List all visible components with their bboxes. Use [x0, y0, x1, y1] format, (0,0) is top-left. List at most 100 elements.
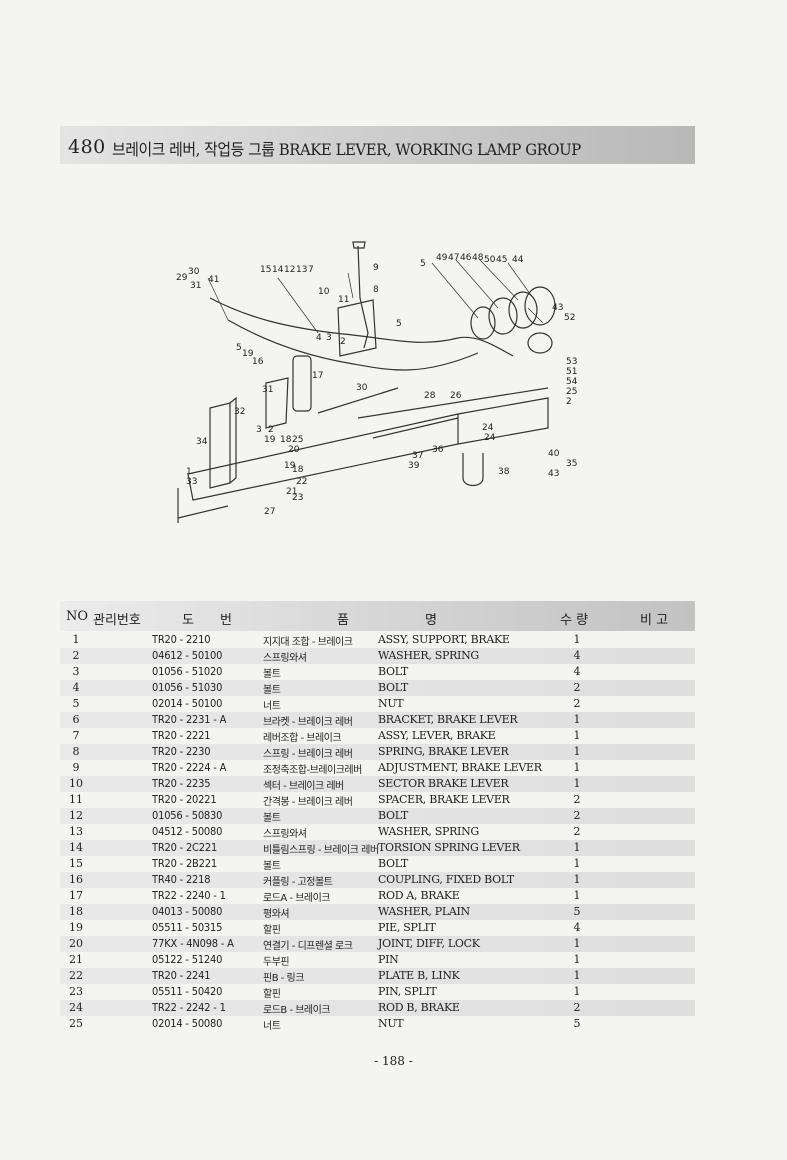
- callout-label: 14: [272, 265, 284, 275]
- cell-no: 9: [72, 761, 80, 774]
- cell-no: 25: [69, 1017, 83, 1030]
- callout-label: 8: [373, 285, 379, 295]
- brake-rod-b: [372, 417, 459, 439]
- cell-qty: 1: [573, 633, 581, 646]
- cell-name-korean: 스프링 - 브레이크 레버: [263, 749, 353, 760]
- cell-name-english: ROD B, BRAKE: [378, 1001, 460, 1014]
- cell-name-english: SPACER, BRAKE LEVER: [378, 793, 510, 806]
- callout-label: 19: [264, 435, 276, 445]
- cell-qty: 5: [573, 905, 581, 918]
- cell-no: 22: [69, 969, 83, 982]
- cell-qty: 4: [573, 921, 581, 934]
- wire-harness-2: [227, 319, 479, 371]
- cell-name-english: ADJUSTMENT, BRAKE LEVER: [378, 761, 542, 774]
- callout-label: 51: [566, 367, 577, 377]
- lamp-3: [508, 291, 538, 329]
- cell-no: 18: [69, 905, 83, 918]
- callout-label: 34: [196, 437, 208, 447]
- cell-qty: 1: [573, 713, 581, 726]
- cell-name-english: TORSION SPRING LEVER: [378, 841, 520, 854]
- cell-qty: 5: [573, 1017, 581, 1030]
- lamp-2: [488, 297, 518, 335]
- callout-label: 32: [234, 407, 245, 417]
- callout-label: 38: [498, 467, 510, 477]
- brake-lever: [357, 245, 369, 349]
- cell-name-english: WASHER, PLAIN: [378, 905, 470, 918]
- cell-no: 21: [69, 953, 83, 966]
- cell-qty: 4: [573, 649, 581, 662]
- cell-name-english: BRACKET, BRAKE LEVER: [378, 713, 518, 726]
- page-title: 브레이크 레버, 작업등 그룹 BRAKE LEVER, WORKING LAM…: [112, 140, 581, 159]
- cell-name-english: BOLT: [378, 681, 408, 694]
- callout-label: 2: [340, 337, 346, 347]
- title-bar: [60, 126, 695, 164]
- cell-name-korean: 볼트: [263, 861, 281, 872]
- callout-label: 3: [256, 425, 262, 435]
- cell-no: 8: [72, 745, 80, 758]
- cell-code: TR40 - 2218: [152, 873, 211, 886]
- cell-name-korean: 조정축조합-브레이크레버: [263, 765, 362, 776]
- callout-label: 42: [168, 238, 179, 241]
- cell-name-korean: 스프링와셔: [263, 653, 307, 664]
- callout-label: 35: [566, 459, 577, 469]
- cell-name-korean: 두부핀: [263, 957, 290, 968]
- col-header-name-2: 명: [425, 613, 437, 628]
- callout-label: 55: [168, 238, 179, 241]
- callout-label: 41: [208, 275, 219, 285]
- cell-code: TR20 - 20221: [152, 793, 217, 806]
- callout-label: 17: [312, 371, 323, 381]
- cell-name-english: BOLT: [378, 857, 408, 870]
- callout-label: 30: [188, 267, 200, 277]
- cell-code: 05122 - 51240: [152, 953, 223, 966]
- callout-label: 1: [186, 467, 192, 477]
- cell-code: TR20 - 2235: [152, 777, 211, 790]
- callout-label: 39: [408, 461, 420, 471]
- callout-label: 54: [566, 377, 578, 387]
- col-header-qty: 수 량: [560, 613, 589, 628]
- callout-label: 18: [292, 465, 304, 475]
- brake-rod-a: [317, 387, 399, 414]
- cell-name-korean: 커플링 - 고정볼트: [263, 877, 333, 888]
- cell-no: 19: [69, 921, 83, 934]
- col-header-remark: 비 고: [640, 613, 669, 628]
- callout-label: 21: [286, 487, 297, 497]
- cell-qty: 1: [573, 761, 581, 774]
- callout-label: 5: [420, 259, 426, 269]
- cell-code: 04612 - 50100: [152, 649, 223, 662]
- callout-label: 31: [190, 281, 201, 291]
- callout-label: 9: [373, 263, 379, 273]
- lever-knob: [352, 241, 366, 249]
- callout-label: 45: [496, 255, 507, 265]
- callout-label: 13: [296, 265, 307, 275]
- cell-name-english: ASSY, LEVER, BRAKE: [378, 729, 496, 742]
- cell-name-english: PLATE B, LINK: [378, 969, 460, 982]
- cell-code: TR20 - 2210: [152, 633, 211, 646]
- cell-qty: 1: [573, 969, 581, 982]
- u-bolt: [462, 453, 484, 487]
- cell-no: 1: [72, 633, 80, 646]
- cell-name-english: SPRING, BRAKE LEVER: [378, 745, 509, 758]
- callout-label: 19: [284, 461, 296, 471]
- table-header-bar: [60, 601, 695, 631]
- callout-label: 5: [396, 319, 402, 329]
- cell-code: TR22 - 2240 - 1: [152, 889, 226, 902]
- callout-label: 40: [548, 449, 560, 459]
- cell-name-korean: 레버조합 - 브레이크: [263, 733, 342, 744]
- cell-no: 14: [69, 841, 83, 854]
- callout-label: 15: [260, 265, 271, 275]
